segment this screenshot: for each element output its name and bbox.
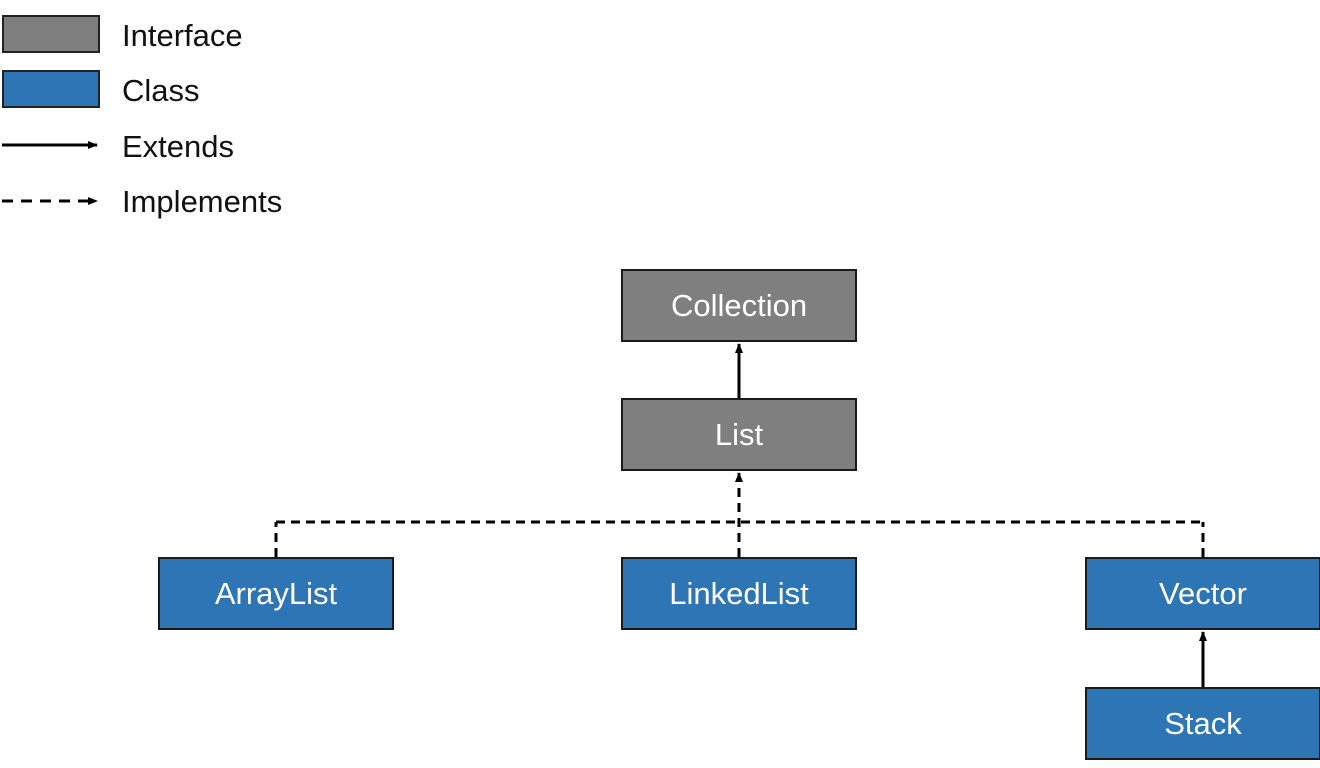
legend-interface-label: Interface: [122, 18, 243, 53]
node-linkedlist-label: LinkedList: [669, 575, 809, 611]
node-stack: Stack: [1085, 687, 1320, 760]
node-arraylist-label: ArrayList: [214, 575, 338, 611]
node-linkedlist: LinkedList: [621, 557, 857, 630]
legend-class-swatch: [2, 70, 100, 108]
legend-interface-swatch: [2, 15, 100, 53]
legend-class-label: Class: [122, 73, 200, 108]
legend-extends-label: Extends: [122, 129, 235, 164]
node-vector: Vector: [1085, 557, 1320, 630]
node-collection-label: Collection: [670, 287, 808, 323]
node-arraylist: ArrayList: [158, 557, 394, 630]
node-collection: Collection: [621, 269, 857, 342]
node-stack-label: Stack: [1164, 705, 1242, 741]
node-vector-label: Vector: [1159, 575, 1247, 611]
legend-implements-label: Implements: [122, 184, 283, 219]
node-list: List: [621, 398, 857, 471]
node-list-label: List: [714, 416, 764, 452]
